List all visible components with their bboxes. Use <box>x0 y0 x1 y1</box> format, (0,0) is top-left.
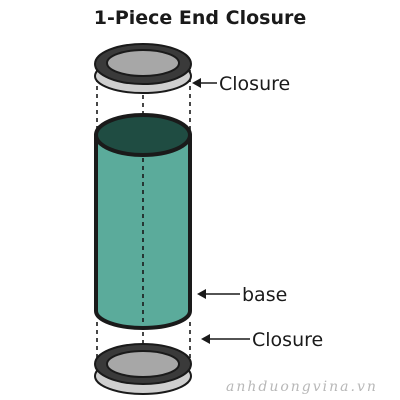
base-label: base <box>242 284 287 306</box>
arrow-left-icon <box>197 289 206 299</box>
top-closure-cap <box>94 43 192 94</box>
bottom-closure-label: Closure <box>252 329 323 351</box>
arrow-left-icon <box>192 78 201 88</box>
bottom-closure-face <box>106 350 180 378</box>
tube-base <box>94 113 192 330</box>
top-closure-label: Closure <box>219 73 290 95</box>
diagram-title: 1-Piece End Closure <box>94 7 307 29</box>
bottom-closure-cap <box>94 343 192 395</box>
tube-top-opening <box>94 113 192 157</box>
bottom-closure-callout: Closure <box>201 329 323 351</box>
base-callout: base <box>197 284 287 306</box>
top-closure-callout: Closure <box>192 73 290 95</box>
arrow-left-icon <box>201 334 210 344</box>
watermark: anhduongvina.vn <box>226 379 378 395</box>
top-closure-face <box>106 49 180 77</box>
